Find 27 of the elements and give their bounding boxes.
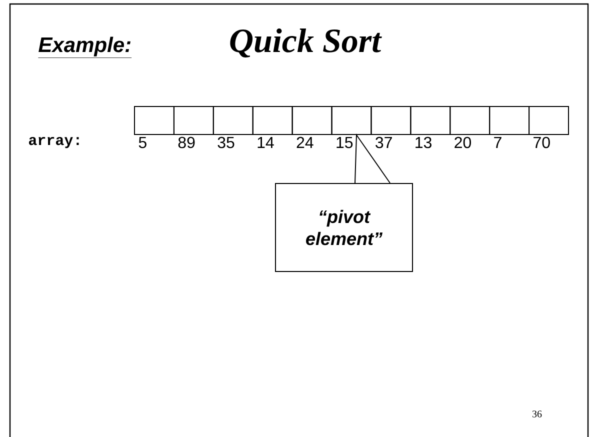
array-cell xyxy=(410,106,451,135)
array-value: 20 xyxy=(454,136,471,148)
array-cell xyxy=(528,106,569,135)
array-value: 24 xyxy=(296,136,314,148)
title: Quick Sort xyxy=(230,28,382,58)
array-cell xyxy=(450,106,490,135)
array-value: 14 xyxy=(258,137,274,148)
array-cell xyxy=(331,106,372,135)
array-cell xyxy=(212,106,254,135)
array-value: 37 xyxy=(376,136,392,148)
heading-label: Example: xyxy=(38,36,132,58)
array-cell xyxy=(370,106,412,135)
array-value: 89 xyxy=(178,136,195,148)
array-cell xyxy=(173,106,214,135)
array-cell xyxy=(134,106,174,135)
array-value: 70 xyxy=(534,136,550,148)
array-cell xyxy=(252,106,293,135)
array-value: 5 xyxy=(138,137,146,148)
array-cell xyxy=(292,106,332,135)
array-label: array: xyxy=(28,136,79,148)
page-number: 36 xyxy=(532,410,542,418)
array-cell xyxy=(489,106,530,135)
array-value: 35 xyxy=(218,136,234,148)
array-value: 15 xyxy=(336,137,353,148)
array-value: 13 xyxy=(416,136,432,148)
callout-box: “pivot element” xyxy=(275,183,413,272)
array-value: 7 xyxy=(494,137,502,148)
